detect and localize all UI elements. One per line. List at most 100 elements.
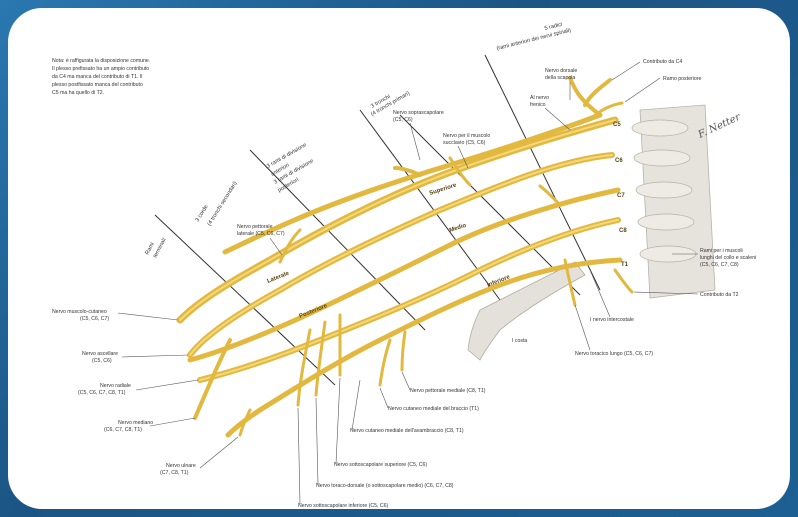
lateral-cord-nerve: [222, 112, 603, 255]
label-suprascapular: (C5, C6): [393, 117, 413, 123]
medial-pectoral-nerve: [400, 330, 407, 372]
note-line: da C4 ma manca del contributo di T1. Il: [52, 74, 142, 80]
nerve-bundles: [176, 76, 634, 438]
lateral-pectoral-nerve: [278, 228, 302, 264]
label-long-thoracic: Nervo toracico lungo (C5, C6, C7): [575, 351, 653, 357]
medial-cord-nerve: [225, 257, 623, 438]
header-terminal-line: Rami: [144, 242, 155, 256]
label-lateral-pectoral: Nervo pettorale: [237, 224, 273, 230]
medial-cutaneous-arm-nerve: [378, 338, 392, 387]
leader-line: [457, 145, 469, 169]
illustration-card: Nota: è raffigurata la disposizione comu…: [8, 8, 790, 509]
t2-contribution-nerve: [613, 268, 634, 294]
label-subclavian: Nervo per il muscolo: [443, 133, 490, 139]
label-neck-muscles: Rami per i muscoli: [700, 248, 743, 254]
divider-line: [249, 149, 426, 331]
root-label-c8: C8: [619, 228, 627, 234]
vertebra: [633, 149, 691, 167]
roots-branch-nerve: [538, 184, 562, 207]
superior-trunk-highlight: [179, 119, 616, 321]
callout-labels: Contributo da C4 Ramo posteriore Nervo d…: [52, 59, 756, 509]
vertebra: [635, 181, 693, 199]
leader-line: [574, 304, 591, 351]
note-block: Nota: è raffigurata la disposizione comu…: [52, 58, 150, 96]
label-posterior-ramus: Ramo posteriore: [663, 76, 701, 82]
label-phrenic: Al nervo: [530, 95, 549, 101]
label-musculocutaneous: (C5, C6, C7): [80, 316, 109, 322]
label-median: (C6, C7, C8, T1): [104, 427, 142, 433]
label-thoracodorsal: Nervo toraco-dorsale (o sottoscapolare m…: [316, 483, 454, 489]
root-labels: C5 C6 C7 C8 T1: [613, 122, 629, 268]
leader-line: [135, 379, 199, 391]
leader-line: [335, 377, 341, 465]
label-medial-pectoral: Nervo pettorale mediale (C8, T1): [410, 388, 486, 394]
brachial-plexus-diagram: Nota: è raffigurata la disposizione comu…: [52, 22, 756, 509]
middle-trunk-highlight: [189, 154, 613, 356]
trunk-cord-labels: Superiore Medio Inferiore Laterale Poste…: [267, 182, 512, 320]
label-radial: (C5, C6, C7, C8, T1): [78, 390, 126, 396]
subscapular-lower-nerve: [296, 328, 312, 407]
label-first-rib: I costa: [512, 338, 527, 344]
subclavian-nerve: [448, 156, 472, 187]
label-phrenic: frenico: [530, 102, 546, 108]
label-musculocutaneous: Nervo muscolo-cutaneo: [52, 309, 107, 315]
root-label-c6: C6: [615, 158, 623, 164]
root-label-c7: C7: [617, 193, 625, 199]
label-upper-subscapular: Nervo sottoscapolare superiore (C5, C6): [334, 462, 427, 468]
label-lower-subscapular: Nervo sottoscapolare inferiore (C5, C6): [298, 503, 389, 509]
label-dorsal-scapular: della scapola: [545, 75, 575, 81]
vertebral-column: [467, 104, 716, 361]
leader-line: [544, 107, 571, 131]
leader-line: [401, 371, 411, 391]
thoracodorsal-nerve: [314, 320, 327, 397]
long-thoracic-nerve: [563, 258, 577, 307]
leader-line: [269, 237, 283, 256]
label-axillary: (C5, C6): [92, 358, 112, 364]
suprascapular-nerve: [393, 166, 422, 177]
divider-line: [399, 114, 581, 296]
header-terminal-line: terminali: [152, 237, 167, 258]
label-subclavian: succlavio (C5, C6): [443, 140, 486, 146]
leader-line: [351, 379, 361, 431]
label-neck-muscles: (C5, C6, C7, C8): [700, 262, 739, 268]
label-radial: Nervo radiale: [100, 383, 131, 389]
leader-line: [117, 312, 179, 321]
label-median: Nervo mediano: [118, 420, 153, 426]
leader-line: [315, 397, 319, 486]
label-ulnar: Nervo ulnare: [166, 463, 196, 469]
header-cords-line: (4 tronchi secondari): [207, 181, 239, 228]
leader-line: [409, 122, 421, 161]
label-axillary: Nervo ascellare: [82, 351, 118, 357]
leader-line: [199, 436, 239, 469]
posterior-cord-label: Posteriore: [299, 303, 329, 320]
c7-root-nerve: [187, 187, 621, 363]
posterior-ramus-nerve: [588, 101, 624, 122]
leader-line: [633, 291, 699, 295]
leader-line: [624, 77, 661, 103]
label-c4-contribution: Contributo da C4: [643, 59, 682, 65]
dorsal-scapular-nerve: [568, 76, 602, 117]
superior-trunk-label: Superiore: [429, 182, 458, 197]
label-lateral-pectoral: laterale (C5, C6, C7): [237, 231, 285, 237]
leader-line: [611, 61, 641, 81]
header-cords-line: 3 corde: [195, 204, 210, 223]
inferior-trunk-highlight: [199, 219, 619, 381]
leader-line: [297, 407, 301, 505]
header-roots-line: (rami anteriori dei nervi spinali): [496, 28, 572, 52]
first-rib-bone: [467, 261, 586, 361]
label-t2-contribution: Contributo da T2: [700, 292, 739, 298]
ulnar-branch-nerve: [238, 408, 252, 437]
leader-line: [121, 354, 189, 358]
leader-line: [589, 269, 611, 318]
middle-trunk-label: Medio: [449, 223, 468, 234]
leader-line: [149, 417, 196, 427]
label-suprascapular: Nervo soprascapolare: [393, 110, 444, 116]
vertebra: [631, 119, 689, 137]
c4-contribution-nerve: [583, 78, 612, 107]
header-roots-line: 5 radici: [544, 22, 563, 32]
note-line: C5 ma ha quello di T2.: [52, 90, 104, 96]
label-ulnar: (C7, C8, T1): [160, 470, 189, 476]
leader-line: [379, 387, 389, 409]
label-intercostal: I nervo intercostale: [590, 317, 634, 323]
note-line: plesso postfissato manca del contributo: [52, 82, 143, 88]
